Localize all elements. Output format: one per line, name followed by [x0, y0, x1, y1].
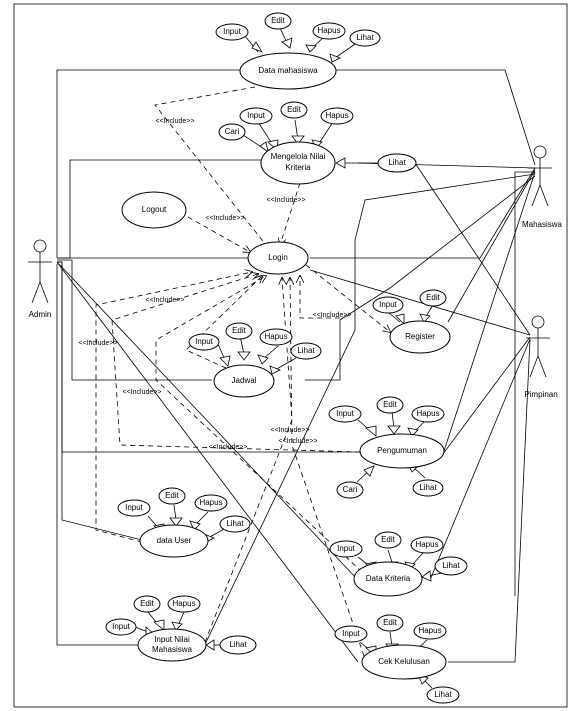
sub-action-edit: Edit: [271, 16, 286, 25]
sub-action-hapus: Hapus: [172, 599, 195, 608]
use-case-label: Data Kriteria: [366, 574, 411, 583]
sub-action-lihat: Lihat: [434, 690, 452, 699]
include-label: <<Include>>: [271, 427, 310, 434]
use-case-label: Cek Kelulusan: [378, 657, 430, 666]
actor-mahasiswa-label: Mahasiswa: [522, 220, 563, 229]
use-case-data-mahasiswa: Data mahasiswa: [239, 52, 337, 90]
use-case-label: Input Nilai: [154, 635, 190, 644]
sub-action-input: Input: [337, 544, 356, 553]
actor-pimpinan: Pimpinan: [524, 315, 558, 399]
include-label: <<Include>>: [156, 118, 195, 125]
use-case-label: Login: [268, 253, 288, 262]
include-label: <<Include>>: [209, 444, 248, 451]
sub-action-hapus: Hapus: [264, 332, 287, 341]
use-case-label: Mahasiswa: [152, 645, 193, 654]
use-case-label: Jadwal: [232, 376, 257, 385]
sub-actions: Input Edit Hapus Lihat Input Edit Hapus …: [105, 12, 468, 704]
use-case-label: Pengumuman: [377, 446, 427, 455]
sub-action-edit: Edit: [383, 400, 398, 409]
sub-action-edit: Edit: [426, 293, 441, 302]
use-case-jadwal: Jadwal: [213, 364, 275, 398]
sub-action-input: Input: [195, 337, 214, 346]
sub-action-lihat: Lihat: [419, 483, 437, 492]
include-label: <<Include>>: [313, 312, 352, 319]
sub-action-input: Input: [379, 300, 398, 309]
sub-action-cari: Cari: [225, 127, 240, 136]
sub-action-edit: Edit: [140, 599, 155, 608]
actor-pimpinan-label: Pimpinan: [524, 390, 557, 399]
actor-admin: Admin: [28, 239, 52, 319]
use-case-pengumuman: Pengumuman: [359, 433, 445, 469]
sub-action-edit: Edit: [232, 326, 247, 335]
sub-action-edit: Edit: [165, 491, 180, 500]
sub-action-lihat: Lihat: [226, 519, 244, 528]
use-case-cek-kelulusan: Cek Kelulusan: [361, 644, 447, 680]
sub-action-edit: Edit: [383, 618, 398, 627]
use-case-login: Login: [247, 241, 309, 275]
sub-action-lihat: Lihat: [356, 33, 374, 42]
sub-action-hapus: Hapus: [416, 409, 439, 418]
include-label: <<Include>>: [267, 197, 306, 204]
use-case-label: Mengelola Nilai: [271, 152, 326, 161]
sub-action-lihat: Lihat: [442, 561, 460, 570]
use-case-data-user: data User: [139, 524, 209, 558]
sub-action-input: Input: [223, 27, 242, 36]
use-case-label: Logout: [142, 205, 167, 214]
sub-action-lihat: Lihat: [297, 346, 315, 355]
sub-action-hapus: Hapus: [415, 540, 438, 549]
include-labels: <<Include>> <<Include>> <<Include>> <<In…: [79, 118, 352, 451]
sub-action-input: Input: [342, 629, 361, 638]
use-case-register: Register: [389, 320, 451, 354]
use-case-label: data User: [157, 536, 192, 545]
sub-action-input: Input: [125, 503, 144, 512]
sub-action-lihat: Lihat: [229, 640, 247, 649]
sub-action-hapus: Hapus: [317, 26, 340, 35]
sub-action-input: Input: [112, 622, 131, 631]
use-case-data-kriteria: Data Kriteria: [353, 561, 423, 597]
use-case-input-nilai-mahasiswa: Input Nilai Mahasiswa: [137, 628, 207, 662]
include-label: <<Include>>: [123, 389, 162, 396]
include-label: <<Include>>: [206, 215, 245, 222]
use-case-mengelola-nilai-kriteria: Mengelola Nilai Kriteria: [260, 141, 336, 185]
actor-admin-label: Admin: [29, 310, 52, 319]
sub-action-lihat: Lihat: [388, 158, 406, 167]
use-case-logout: Logout: [121, 191, 187, 229]
include-label: <<Include>>: [79, 340, 118, 347]
sub-action-edit: Edit: [287, 105, 302, 114]
use-case-label: Register: [405, 332, 435, 341]
include-label: <<Include>>: [279, 438, 318, 445]
diagram-frame: [13, 3, 568, 708]
include-label: <<Include>>: [146, 297, 185, 304]
sub-action-edit: Edit: [381, 535, 396, 544]
use-case-label: Kriteria: [285, 163, 311, 172]
sub-action-input: Input: [336, 409, 355, 418]
actor-mahasiswa: Mahasiswa: [522, 145, 563, 229]
sub-action-hapus: Hapus: [418, 626, 441, 635]
sub-action-cari: Cari: [343, 485, 358, 494]
sub-action-hapus: Hapus: [325, 111, 348, 120]
sub-action-hapus: Hapus: [199, 498, 222, 507]
sub-action-input: Input: [247, 111, 266, 120]
use-case-label: Data mahasiswa: [258, 66, 318, 75]
